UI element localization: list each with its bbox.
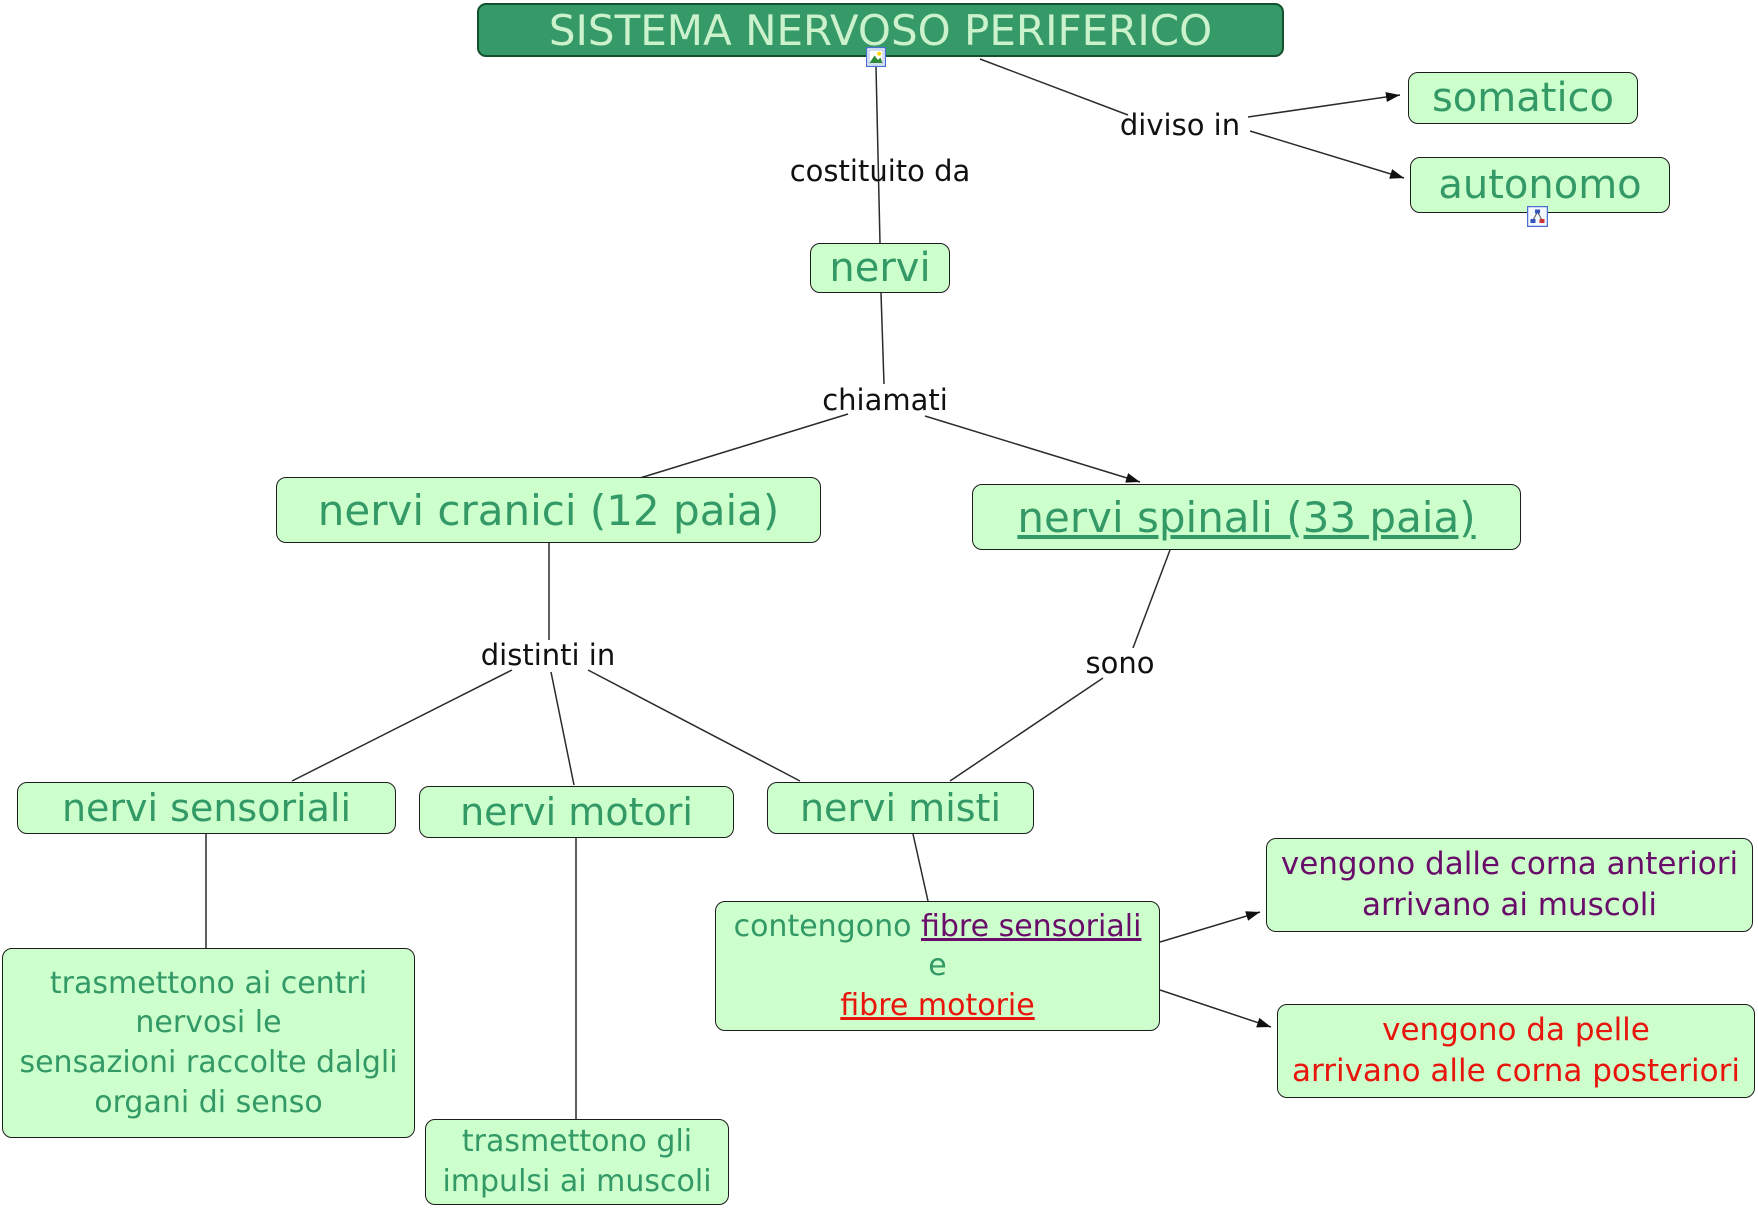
concept-somatico[interactable]: somatico (1408, 72, 1638, 124)
edge-distinti-to-misti (587, 669, 801, 782)
concept-nervi-sensoriali[interactable]: nervi sensoriali (17, 782, 396, 834)
concept-motori-description[interactable]: trasmettono gli impulsi ai muscoli (425, 1119, 729, 1205)
linking-phrase-costituito-da[interactable]: costituito da (789, 154, 971, 188)
concept-nervi-cranici[interactable]: nervi cranici (12 paia) (276, 477, 821, 543)
linking-phrase-distinti-in[interactable]: distinti in (480, 638, 616, 672)
edge-sono-to-misti (949, 677, 1104, 782)
concept-nervi-misti[interactable]: nervi misti (767, 782, 1034, 834)
motori-desc-line2: impulsi ai muscoli (442, 1164, 712, 1199)
fibre-motorie-desc-line1: vengono da pelle (1382, 1012, 1650, 1049)
edge-chiamati-to-spinali (924, 415, 1141, 483)
linking-phrase-diviso-in[interactable]: diviso in (1119, 108, 1241, 142)
edge-distinti-to-motori (550, 671, 575, 786)
concept-nervi-motori[interactable]: nervi motori (419, 786, 734, 838)
concept-nervi-spinali[interactable]: nervi spinali (33 paia) (972, 484, 1521, 550)
edge-distinti-to-sensoriali (291, 669, 513, 782)
sensoriali-desc-line1: trasmettono ai centri (49, 965, 368, 1001)
fibre-sensoriali-desc-line1: vengono dalle corna anteriori (1280, 846, 1739, 883)
edge-diviso-to-somatico (1247, 92, 1401, 118)
edge-title-to-costituito (875, 66, 881, 244)
concept-fibre-motorie-description[interactable]: vengono da pelle arrivano alle corna pos… (1277, 1004, 1755, 1098)
misti-desc-line2: e (928, 948, 947, 984)
concept-autonomo[interactable]: autonomo (1410, 157, 1670, 213)
linking-phrase-sono[interactable]: sono (1085, 646, 1155, 680)
concept-sensoriali-description[interactable]: trasmettono ai centri nervosi le sensazi… (2, 948, 415, 1138)
motori-desc-line1: trasmettono gli (461, 1124, 693, 1160)
edge-diviso-to-autonomo (1249, 130, 1405, 179)
concept-fibre-sensoriali-description[interactable]: vengono dalle corna anteriori arrivano a… (1266, 838, 1753, 932)
fibre-sensoriali-link-text[interactable]: fibre sensoriali (920, 908, 1142, 944)
sensoriali-desc-line3: sensazioni raccolte dalgli (19, 1045, 398, 1080)
edge-misti-to-contengono (912, 833, 929, 902)
edge-spinali-to-sono (1132, 549, 1171, 649)
edge-nervi-to-chiamati (880, 292, 885, 385)
cmap-link-icon[interactable] (1526, 205, 1549, 228)
nervi-spinali-link-text[interactable]: nervi spinali (33 paia) (1017, 492, 1476, 542)
misti-desc-contengono: contengono (733, 908, 921, 944)
fibre-motorie-link-text[interactable]: fibre motorie (840, 987, 1035, 1023)
edge-chiamati-to-cranici (639, 413, 849, 479)
misti-desc-line1: contengono fibre sensoriali (734, 907, 1142, 947)
concept-misti-description[interactable]: contengono fibre sensoriali e fibre moto… (715, 901, 1160, 1031)
edge-contengono-to-purple (1159, 911, 1261, 943)
fibre-sensoriali-desc-line2: arrivano ai muscoli (1361, 887, 1658, 923)
image-resource-icon[interactable] (865, 46, 887, 68)
fibre-motorie-desc-line2: arrivano alle corna posteriori (1292, 1053, 1740, 1089)
linking-phrase-chiamati[interactable]: chiamati (822, 383, 948, 417)
concept-nervi[interactable]: nervi (810, 243, 950, 293)
sensoriali-desc-line2: nervosi le (135, 1005, 282, 1041)
edge-title-to-diviso (979, 58, 1129, 116)
edge-contengono-to-red (1159, 989, 1272, 1028)
sensoriali-desc-line4: organi di senso (94, 1084, 323, 1120)
